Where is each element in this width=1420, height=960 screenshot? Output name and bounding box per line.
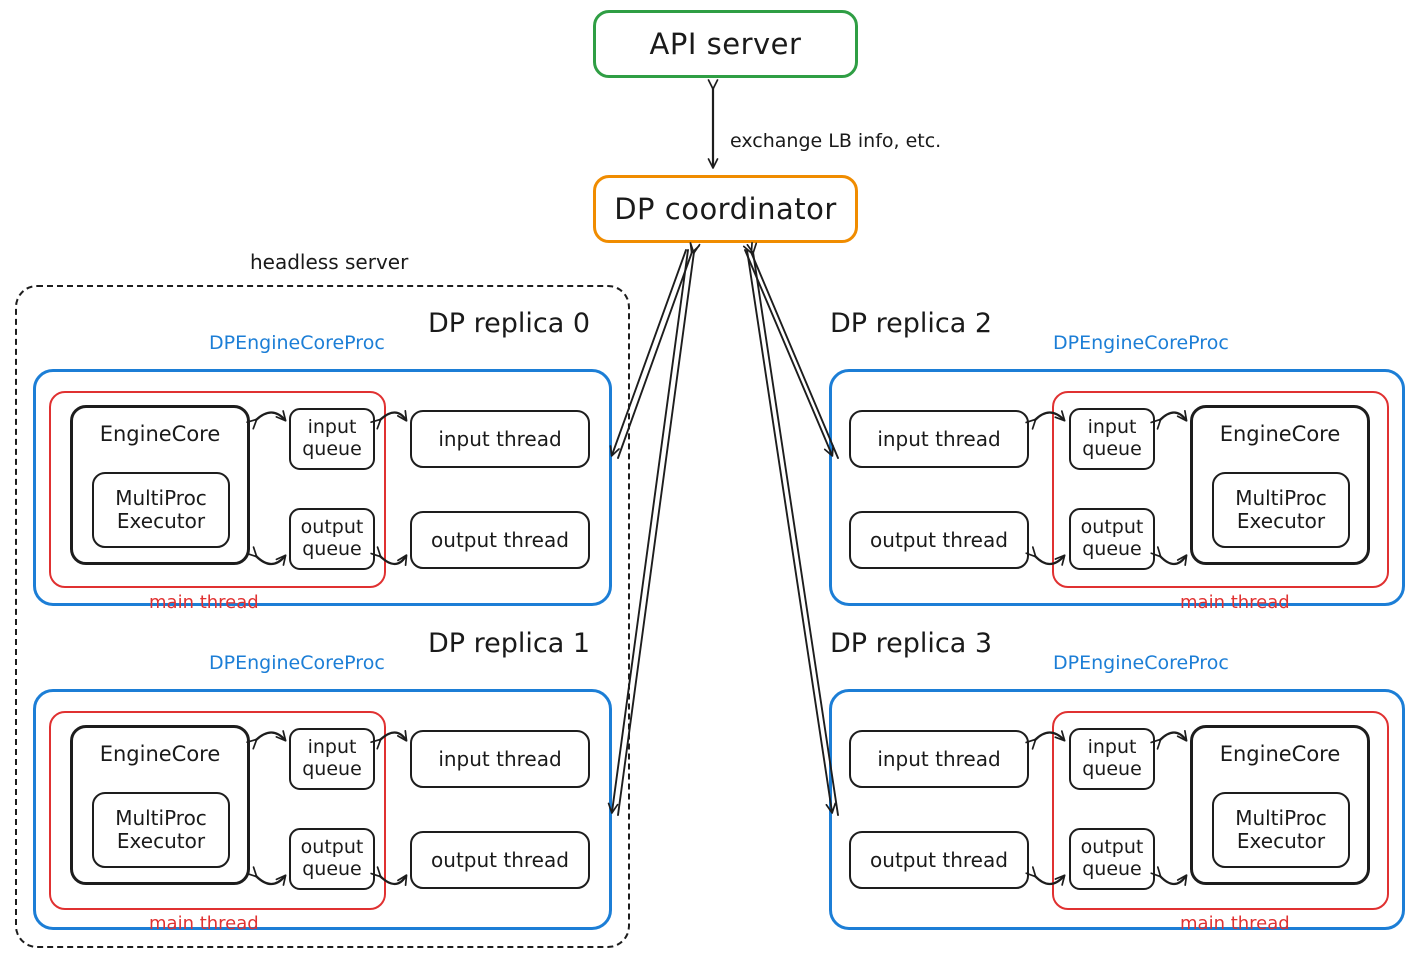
replica-2-input-thread[interactable]: input thread xyxy=(849,410,1029,468)
replica-1-proc-label: DPEngineCoreProc xyxy=(209,652,385,674)
dp-coordinator-label: DP coordinator xyxy=(614,192,837,226)
replica-1-title: DP replica 1 xyxy=(428,628,591,659)
replica-3-input-queue[interactable]: input queue xyxy=(1069,728,1155,790)
replica-3-mpe-line1: MultiProc xyxy=(1235,806,1327,830)
replica-3-main-thread-label: main thread xyxy=(1180,913,1290,934)
replica-3-input-queue-line2: queue xyxy=(1082,758,1142,780)
api-server-box[interactable]: API server xyxy=(593,10,858,78)
replica-0-output-queue-line2: queue xyxy=(302,538,362,560)
exchange-info-label: exchange LB info, etc. xyxy=(730,130,942,152)
replica-3-output-thread-label: output thread xyxy=(870,847,1008,872)
replica-0-main-thread-box xyxy=(49,391,386,588)
replica-1-input-queue[interactable]: input queue xyxy=(289,728,375,790)
replica-2-output-queue-line1: output xyxy=(1080,516,1144,539)
replica-0-title: DP replica 0 xyxy=(428,308,591,339)
replica-0-proc-label: DPEngineCoreProc xyxy=(209,332,385,354)
replica-1-output-thread-label: output thread xyxy=(431,847,569,872)
replica-2-output-thread[interactable]: output thread xyxy=(849,511,1029,569)
replica-1-output-queue-line1: output xyxy=(300,836,364,859)
replica-1-main-thread-label: main thread xyxy=(149,913,259,934)
replica-0-input-thread-label: input thread xyxy=(438,426,562,451)
replica-3-output-queue[interactable]: output queue xyxy=(1069,828,1155,890)
replica-1-input-thread-label: input thread xyxy=(438,746,562,771)
replica-2-title: DP replica 2 xyxy=(830,308,993,339)
replica-2-output-queue[interactable]: output queue xyxy=(1069,508,1155,570)
replica-3-output-queue-line2: queue xyxy=(1082,858,1142,880)
replica-3-multiproc-executor[interactable]: MultiProc Executor xyxy=(1212,792,1350,868)
replica-1-input-queue-line2: queue xyxy=(302,758,362,780)
headless-server-label: headless server xyxy=(250,250,409,274)
replica-3-title: DP replica 3 xyxy=(830,628,993,659)
replica-2-input-queue-line1: input xyxy=(1087,416,1137,439)
replica-2-main-thread-label: main thread xyxy=(1180,592,1290,613)
replica-1-input-queue-line1: input xyxy=(307,736,357,759)
replica-3-input-thread-label: input thread xyxy=(877,746,1001,771)
replica-0-proc-box xyxy=(33,369,612,606)
replica-2-output-queue-line2: queue xyxy=(1082,538,1142,560)
replica-2-engine-core-label: EngineCore xyxy=(1219,422,1341,446)
replica-2-input-thread-label: input thread xyxy=(877,426,1001,451)
replica-2-mpe-line2: Executor xyxy=(1236,509,1326,533)
replica-0-output-queue-line1: output xyxy=(300,516,364,539)
replica-0-input-queue-line1: input xyxy=(307,416,357,439)
replica-3-mpe-line2: Executor xyxy=(1236,829,1326,853)
replica-1-multiproc-executor[interactable]: MultiProc Executor xyxy=(92,792,230,868)
replica-2-proc-label: DPEngineCoreProc xyxy=(1053,332,1229,354)
replica-0-input-queue[interactable]: input queue xyxy=(289,408,375,470)
replica-2-mpe-line1: MultiProc xyxy=(1235,486,1327,510)
replica-3-proc-label: DPEngineCoreProc xyxy=(1053,652,1229,674)
replica-0-mpe-line1: MultiProc xyxy=(115,486,207,510)
api-server-label: API server xyxy=(649,27,802,61)
replica-0-main-thread-label: main thread xyxy=(149,592,259,613)
replica-0-output-thread-label: output thread xyxy=(431,527,569,552)
replica-3-engine-core-label: EngineCore xyxy=(1219,742,1341,766)
replica-0-output-thread[interactable]: output thread xyxy=(410,511,590,569)
replica-3-output-thread[interactable]: output thread xyxy=(849,831,1029,889)
replica-1-main-thread-box xyxy=(49,711,386,910)
replica-2-input-queue-line2: queue xyxy=(1082,438,1142,460)
replica-1-mpe-line2: Executor xyxy=(116,829,206,853)
replica-1-output-thread[interactable]: output thread xyxy=(410,831,590,889)
replica-1-engine-core-label: EngineCore xyxy=(99,742,221,766)
dp-coordinator-box[interactable]: DP coordinator xyxy=(593,175,858,243)
replica-2-main-thread-box xyxy=(1052,391,1389,588)
replica-2-multiproc-executor[interactable]: MultiProc Executor xyxy=(1212,472,1350,548)
replica-2-output-thread-label: output thread xyxy=(870,527,1008,552)
replica-0-output-queue[interactable]: output queue xyxy=(289,508,375,570)
replica-3-input-queue-line1: input xyxy=(1087,736,1137,759)
replica-0-engine-core-label: EngineCore xyxy=(99,422,221,446)
replica-1-input-thread[interactable]: input thread xyxy=(410,730,590,788)
replica-1-output-queue-line2: queue xyxy=(302,858,362,880)
replica-3-input-thread[interactable]: input thread xyxy=(849,730,1029,788)
replica-0-multiproc-executor[interactable]: MultiProc Executor xyxy=(92,472,230,548)
replica-2-input-queue[interactable]: input queue xyxy=(1069,408,1155,470)
replica-3-output-queue-line1: output xyxy=(1080,836,1144,859)
replica-1-mpe-line1: MultiProc xyxy=(115,806,207,830)
replica-1-output-queue[interactable]: output queue xyxy=(289,828,375,890)
replica-0-input-queue-line2: queue xyxy=(302,438,362,460)
replica-3-main-thread-box xyxy=(1052,711,1389,910)
replica-0-mpe-line2: Executor xyxy=(116,509,206,533)
replica-0-input-thread[interactable]: input thread xyxy=(410,410,590,468)
